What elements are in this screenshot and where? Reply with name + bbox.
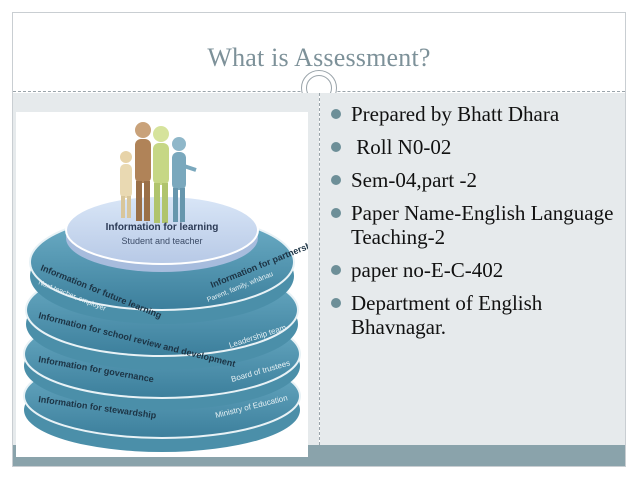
people-figures-icon [120,122,197,223]
bullet-text: paper no-E-C-402 [351,258,504,282]
tier-learning [65,195,259,272]
bullet-item: Paper Name-English Language Teaching-2 [331,201,616,249]
right-panel [320,93,625,445]
panel-divider [319,93,320,445]
label-learning-sub: Student and teacher [121,236,202,246]
bullet-text: Sem-04,part -2 [351,168,477,192]
bullet-list: Prepared by Bhatt Dhara Roll N0-02 Sem-0… [331,102,616,348]
tiered-diagram: Information for learning Student and tea… [23,122,321,452]
bullet-dot-icon [331,298,341,308]
bullet-text: Roll N0-02 [351,135,452,159]
assessment-illustration: Information for learning Student and tea… [16,112,321,457]
bullet-item: Prepared by Bhatt Dhara [331,102,616,126]
bullet-item: paper no-E-C-402 [331,258,616,282]
bullet-item: Roll N0-02 [331,135,616,159]
bullet-dot-icon [331,109,341,119]
bullet-dot-icon [331,142,341,152]
bullet-item: Sem-04,part -2 [331,168,616,192]
bullet-dot-icon [331,208,341,218]
label-learning: Information for learning [106,222,219,233]
bullet-dot-icon [331,175,341,185]
bullet-text: Department of English Bhavnagar. [351,291,543,339]
bullet-dot-icon [331,265,341,275]
bullet-text: Paper Name-English Language Teaching-2 [351,201,614,249]
slide-title: What is Assessment? [207,43,431,72]
bullet-item: Department of English Bhavnagar. [331,291,616,339]
bullet-text: Prepared by Bhatt Dhara [351,102,560,126]
